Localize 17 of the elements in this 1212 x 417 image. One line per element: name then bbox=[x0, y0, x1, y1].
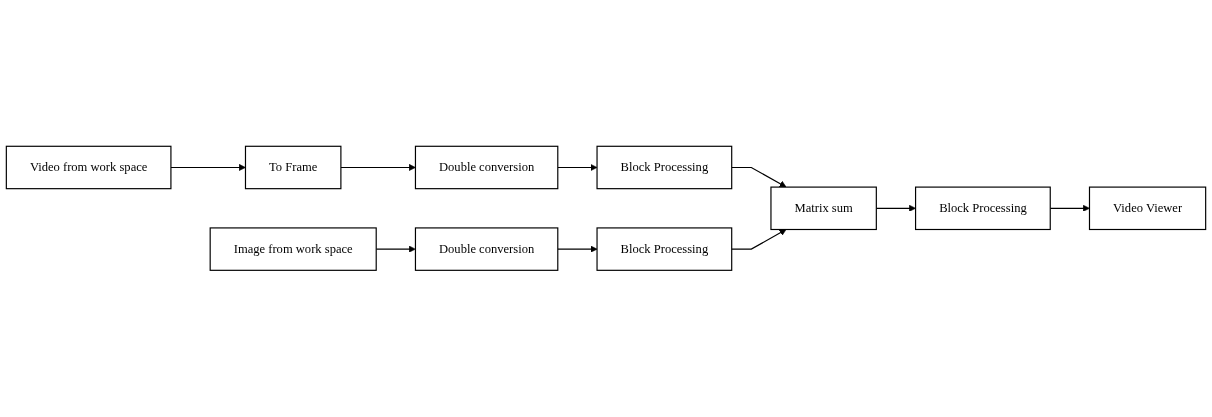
node-box bbox=[209, 227, 377, 272]
arrow bbox=[557, 164, 598, 172]
node-box bbox=[770, 186, 877, 231]
node-box bbox=[244, 145, 342, 190]
arrow bbox=[170, 164, 246, 172]
arrow bbox=[731, 229, 787, 250]
node-box bbox=[915, 186, 1051, 231]
arrow bbox=[557, 245, 598, 253]
node-box bbox=[596, 227, 733, 272]
arrow bbox=[340, 164, 416, 172]
arrow bbox=[731, 167, 787, 188]
node-box bbox=[596, 145, 733, 190]
node-box bbox=[1088, 186, 1207, 231]
node-box bbox=[414, 145, 559, 190]
flowchart-drawing: Video from work space To Frame Double conversion Block Processing Matrix sum Block Processing Image from work space Double conversion Block Processing Video Viewer bbox=[0, 140, 1212, 277]
node-box bbox=[414, 227, 559, 272]
node-box bbox=[5, 145, 172, 190]
